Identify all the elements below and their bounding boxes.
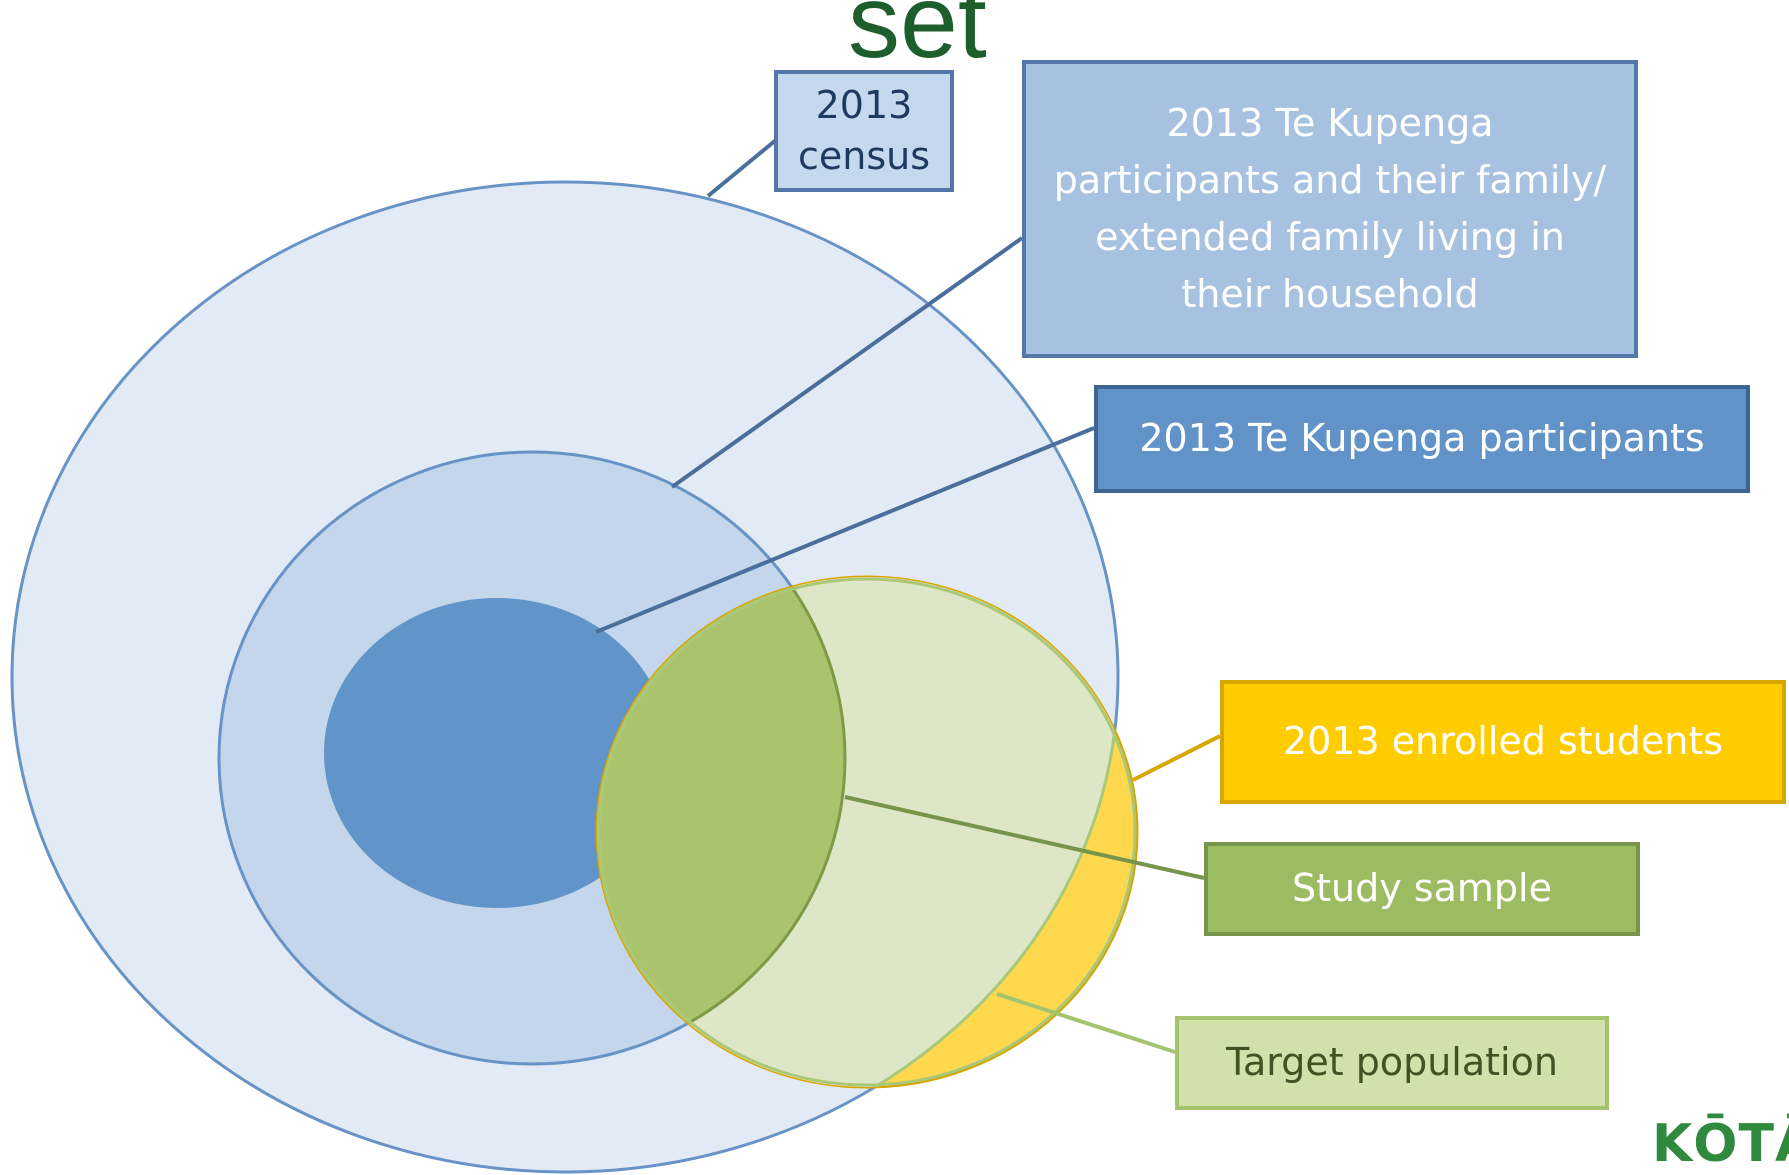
leader-participants <box>595 426 1095 634</box>
family-household-label-box: 2013 Te Kupenga participants and their f… <box>1022 60 1638 358</box>
family-household-label: 2013 Te Kupenga participants and their f… <box>1053 101 1607 316</box>
participants-ellipse <box>324 598 670 908</box>
leader-family <box>670 236 1024 489</box>
enrolled-students-label-box: 2013 enrolled students <box>1220 680 1786 804</box>
census-label: 2013 census <box>797 82 931 178</box>
leader-census <box>706 138 778 198</box>
study-sample-label: Study sample <box>1292 866 1552 911</box>
census-label-box: 2013 census <box>774 70 954 192</box>
study-sample-label-box: Study sample <box>1204 842 1640 936</box>
leader-study <box>844 795 1205 880</box>
participants-label: 2013 Te Kupenga participants <box>1139 416 1705 461</box>
kotata-logo: KŌTĀ <box>1652 1114 1789 1174</box>
target-outline <box>597 577 1137 1087</box>
target-population-label-box: Target population <box>1175 1016 1609 1110</box>
leader-enrolled <box>1132 734 1221 782</box>
participants-label-box: 2013 Te Kupenga participants <box>1094 385 1750 493</box>
leader-target <box>996 992 1176 1054</box>
target-population-label: Target population <box>1226 1040 1558 1085</box>
slide-heading-fragment: set <box>848 0 987 80</box>
enrolled-students-label: 2013 enrolled students <box>1282 719 1724 764</box>
